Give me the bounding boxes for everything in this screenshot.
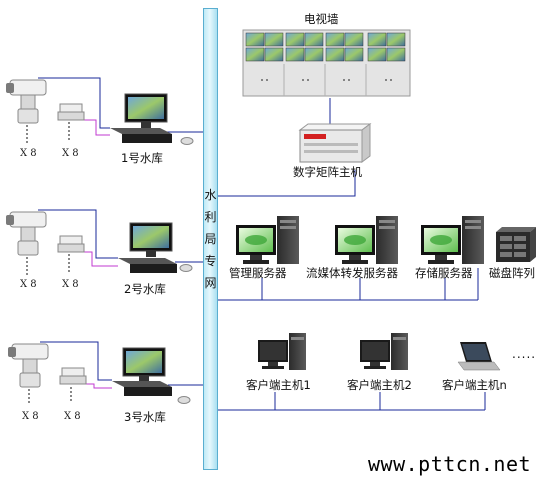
video-links — [70, 119, 118, 389]
client-host-2-icon — [360, 333, 408, 370]
laptop-icon — [457, 342, 501, 371]
streaming-server-icon — [335, 216, 398, 264]
encoder-icon — [57, 103, 85, 121]
camera-count-label: X 8 — [20, 279, 37, 290]
encoder-icon — [59, 367, 87, 385]
video-wall-icon — [242, 29, 411, 97]
mouse-icon — [179, 264, 193, 272]
client-host-2-label: 客户端主机2 — [347, 378, 412, 392]
more-clients-ellipsis: ..... — [512, 347, 537, 361]
streaming-server-label: 流媒体转发服务器 — [306, 266, 398, 280]
storage-server-label: 存储服务器 — [415, 266, 473, 280]
disk-array-label: 磁盘阵列 — [489, 266, 535, 280]
network-links — [38, 77, 486, 411]
dvr-icon — [110, 93, 172, 143]
encoder-count-label: X 8 — [64, 411, 81, 422]
reservoir-site-2 — [6, 211, 193, 275]
watermark: www.pttcn.net — [368, 452, 532, 476]
backbone-char: 利 — [204, 210, 217, 224]
reservoir-2-label: 2号水库 — [124, 282, 166, 296]
backbone-char: 局 — [204, 232, 217, 246]
camera-count-label: X 8 — [20, 148, 37, 159]
matrix-host-icon — [298, 123, 372, 163]
camera-icon — [8, 343, 49, 388]
reservoir-site-3 — [8, 343, 191, 404]
backbone-char: 水 — [204, 188, 217, 202]
backbone-char: 网 — [204, 276, 217, 290]
client-host-1-icon — [258, 333, 306, 370]
management-server-label: 管理服务器 — [229, 266, 287, 280]
management-server-icon — [236, 216, 299, 264]
bureau-private-network-backbone: 水 利 局 专 网 — [203, 8, 218, 470]
client-host-n-label: 客户端主机n — [442, 378, 507, 392]
encoder-icon — [57, 235, 85, 253]
mouse-icon — [177, 396, 191, 404]
reservoir-1-label: 1号水库 — [121, 151, 163, 165]
matrix-host-label: 数字矩阵主机 — [293, 165, 362, 179]
camera-icon — [6, 211, 47, 256]
reservoir-site-1 — [6, 79, 194, 145]
reservoir-3-label: 3号水库 — [124, 410, 166, 424]
encoder-count-label: X 8 — [62, 279, 79, 290]
storage-server-icon — [421, 216, 484, 264]
camera-count-label: X 8 — [22, 411, 39, 422]
dvr-icon — [112, 347, 172, 396]
backbone-char: 专 — [204, 254, 217, 268]
camera-icon — [6, 79, 47, 124]
client-host-1-label: 客户端主机1 — [246, 378, 311, 392]
disk-array-icon — [496, 227, 536, 262]
dvr-icon — [118, 222, 177, 273]
video-wall-label: 电视墙 — [304, 12, 339, 26]
encoder-count-label: X 8 — [62, 148, 79, 159]
mouse-icon — [180, 137, 194, 145]
